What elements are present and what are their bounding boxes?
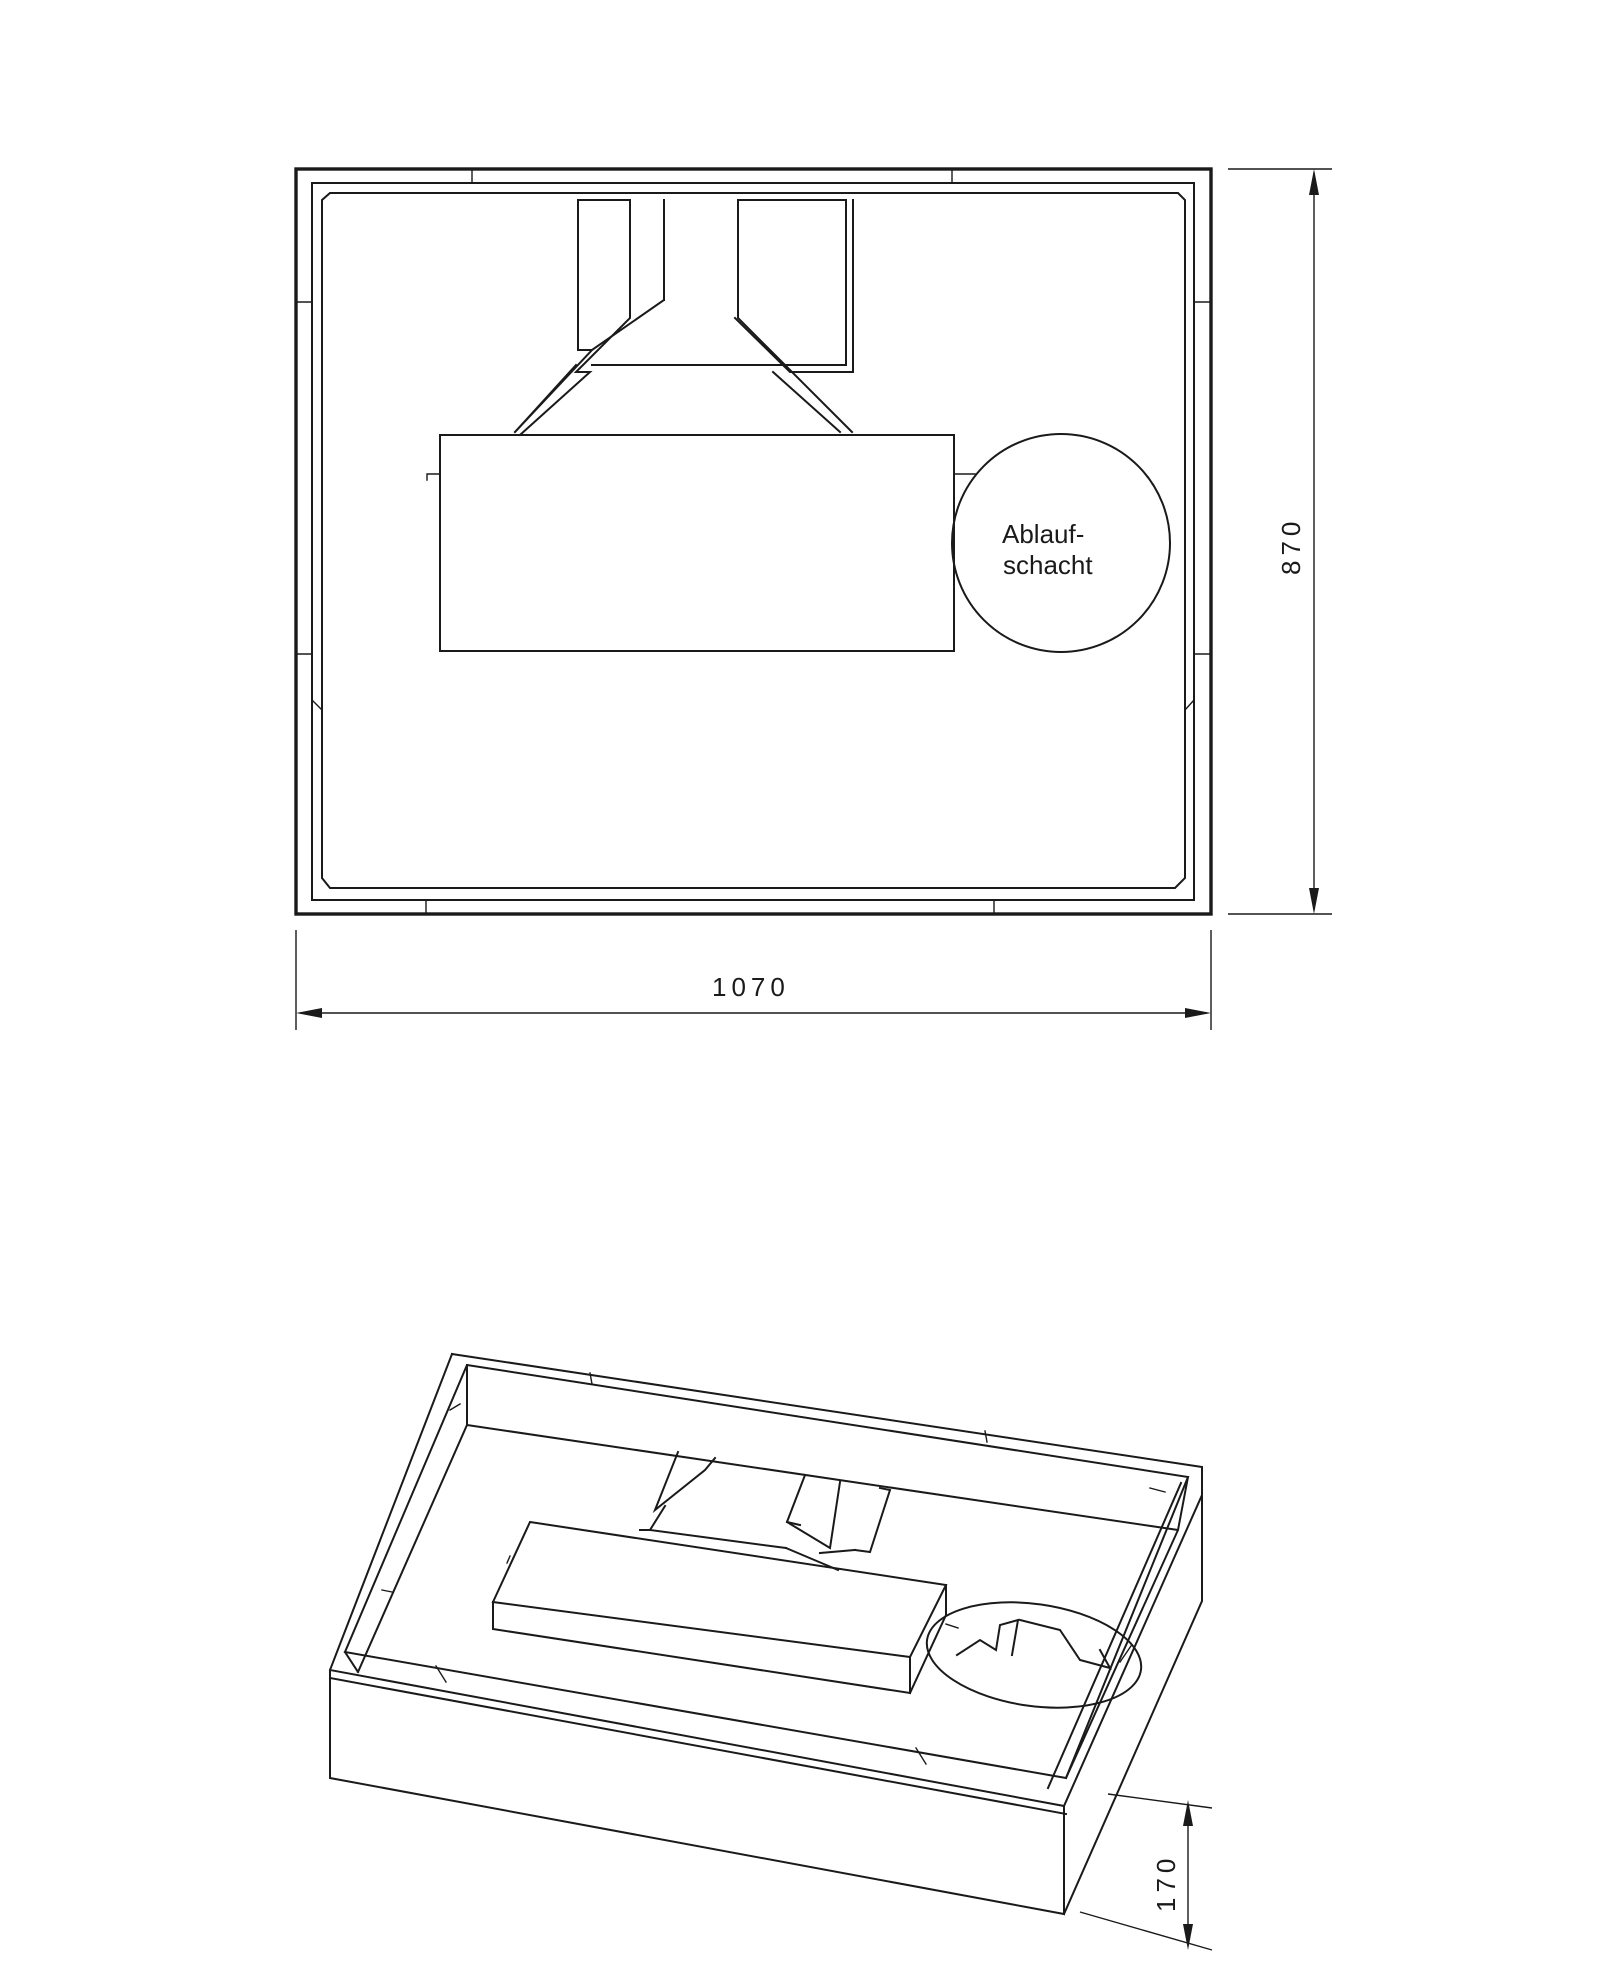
rim-notches xyxy=(295,168,1212,915)
iso-drain-shaft xyxy=(925,1601,1143,1709)
width-dimension: 1070 xyxy=(295,930,1212,1030)
drain-shaft-label-line2: schacht xyxy=(1003,550,1093,580)
drain-shaft-circle xyxy=(951,433,1171,653)
support-channels xyxy=(513,199,854,437)
tray-floor-outline xyxy=(321,192,1186,889)
iso-support-channels xyxy=(639,1450,892,1572)
height-dimension-label: 170 xyxy=(1151,1854,1181,1912)
tray-rim xyxy=(343,1363,1190,1780)
iso-view: 170 xyxy=(328,1352,1213,1951)
top-view: Ablauf- schacht 1070 870 xyxy=(294,167,1332,1030)
iso-drain-block xyxy=(491,1520,948,1695)
tray-inner-rim xyxy=(311,182,1195,901)
width-dimension-label: 1070 xyxy=(712,972,790,1002)
depth-dimension: 870 xyxy=(1228,168,1332,915)
tray-outer-frame xyxy=(294,167,1213,916)
depth-dimension-label: 870 xyxy=(1276,517,1306,575)
drain-shaft-label-line1: Ablauf- xyxy=(1002,519,1084,549)
drain-block-pin xyxy=(426,473,976,481)
height-dimension: 170 xyxy=(1079,1793,1213,1951)
drain-block xyxy=(439,434,955,652)
tray-body xyxy=(328,1352,1203,1916)
